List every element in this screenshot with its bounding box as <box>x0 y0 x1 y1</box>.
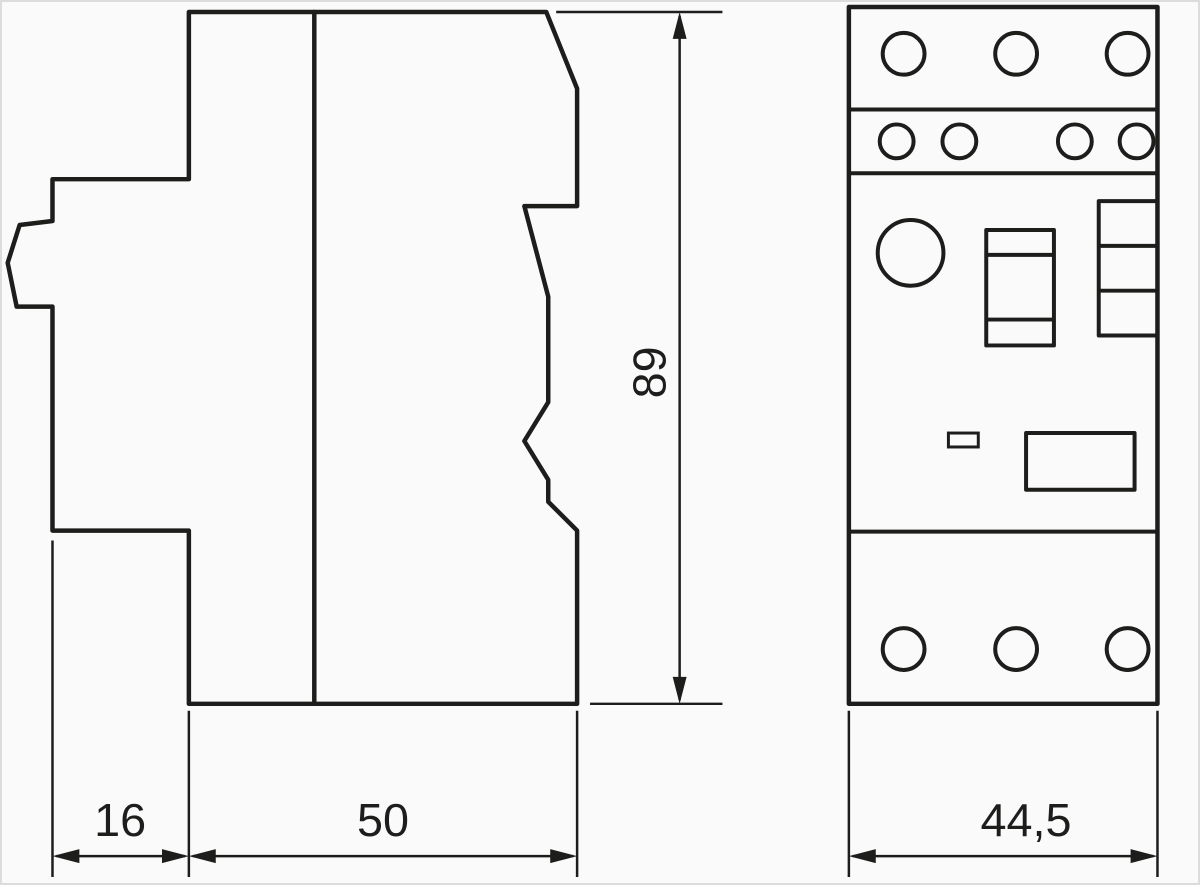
dim-height-arrow-up <box>672 11 687 39</box>
front-view <box>846 4 1160 707</box>
dim-width-label: 44,5 <box>981 794 1072 846</box>
dim-width-arrow-left <box>848 849 876 864</box>
dim-width-arrow-right <box>1130 849 1158 864</box>
indicator-window <box>946 431 980 449</box>
dim-clip-depth: 16 <box>51 540 191 878</box>
terminal-screw-top-center <box>993 30 1040 77</box>
terminal-screw-bottom-left <box>880 626 927 672</box>
terminal-screw-top-left <box>880 30 927 77</box>
aux-contact-screw-4 <box>1117 122 1156 161</box>
dim-height-label: 89 <box>624 346 676 398</box>
aux-contact-screw-2 <box>940 122 979 161</box>
side-lever <box>1096 199 1160 338</box>
rocker-switch <box>984 227 1056 348</box>
dim-clip-label: 16 <box>94 794 146 846</box>
aux-contact-screw-1 <box>877 122 916 161</box>
terminal-screw-top-right <box>1104 30 1151 77</box>
side-lever-body <box>1096 199 1160 338</box>
rating-label-window <box>1024 431 1137 492</box>
round-button <box>875 218 946 288</box>
dim-clip-arrow-right <box>161 849 189 864</box>
side-view <box>5 9 580 707</box>
terminal-screw-bottom-right <box>1104 626 1151 672</box>
dim-front-width: 44,5 <box>847 710 1159 878</box>
dim-body-depth: 50 <box>188 710 579 878</box>
dim-body-arrow-right <box>550 849 578 864</box>
front-view-outline <box>846 4 1160 707</box>
side-view-outline <box>5 9 580 707</box>
dim-clip-arrow-left <box>52 849 80 864</box>
terminal-screw-bottom-center <box>993 626 1040 672</box>
dim-height-arrow-down <box>672 676 687 704</box>
dim-height: 89 <box>556 10 723 706</box>
dim-body-label: 50 <box>357 794 409 846</box>
dim-body-arrow-left <box>188 849 216 864</box>
aux-contact-screw-3 <box>1055 122 1094 161</box>
rocker-switch-body <box>984 227 1056 348</box>
